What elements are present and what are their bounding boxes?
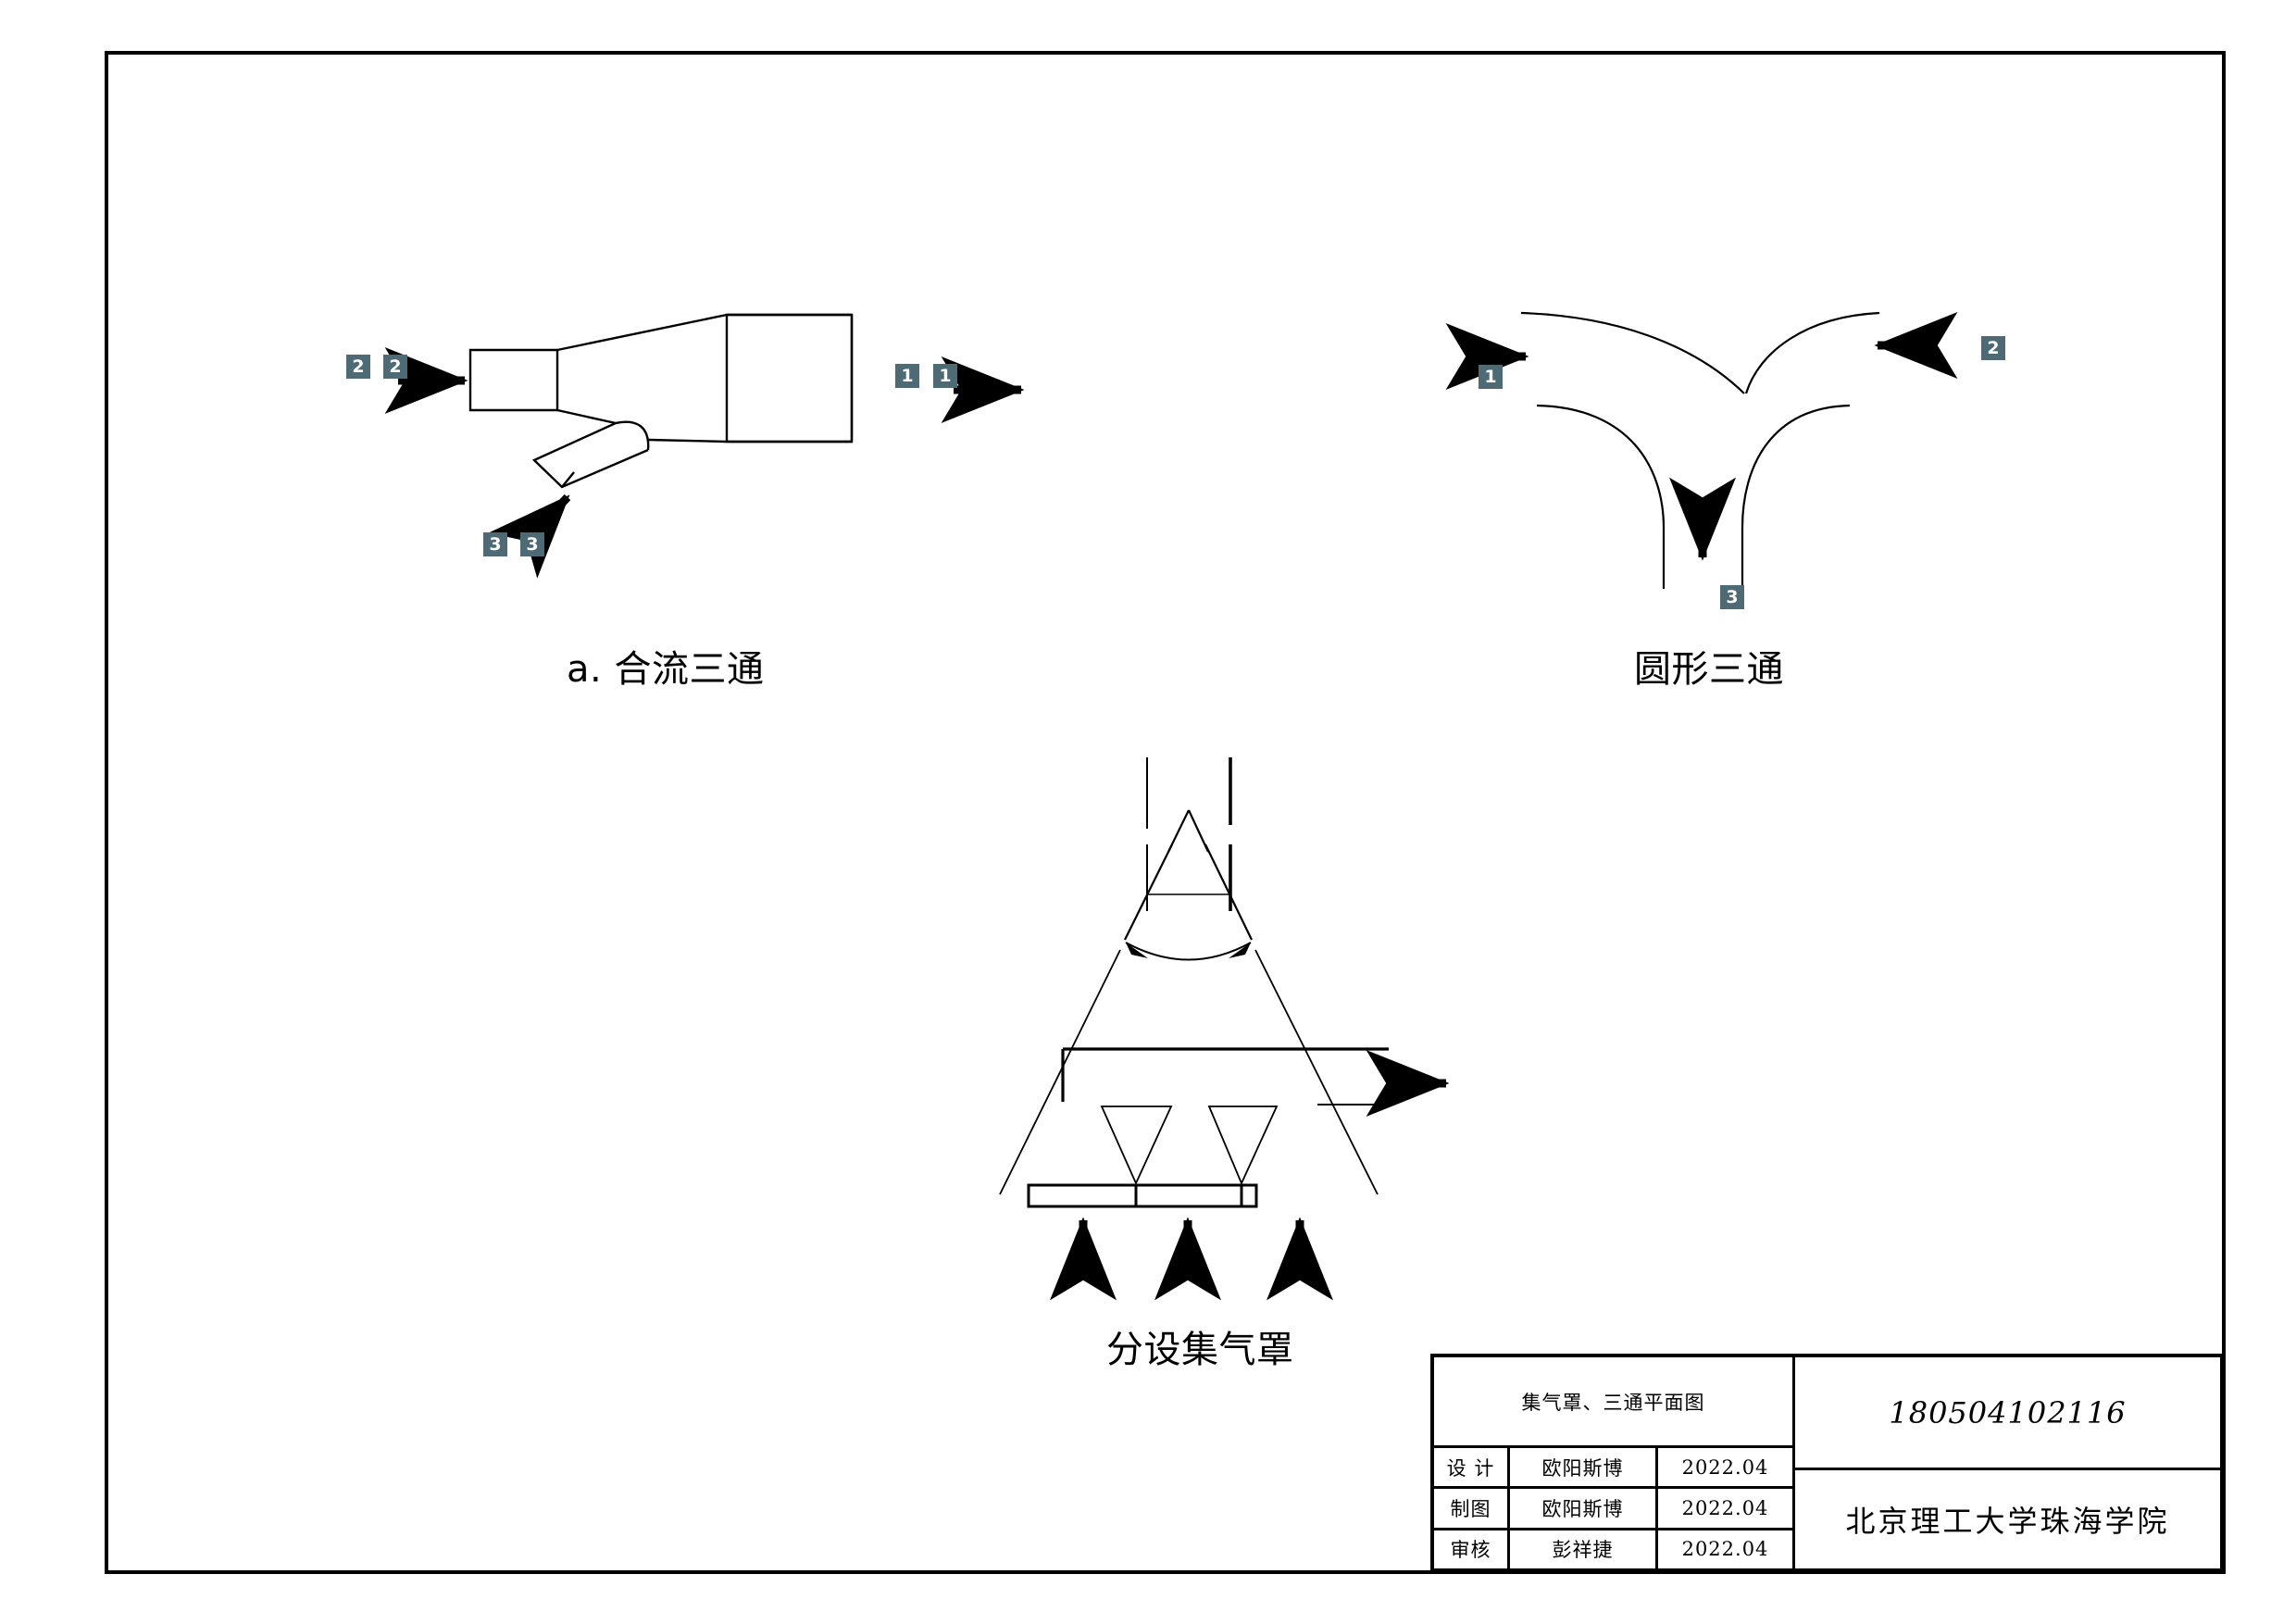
- hood-arc-arrow-right: [1229, 943, 1251, 958]
- sheet-border: [105, 51, 2226, 1574]
- hood-plenum: [1027, 1183, 1258, 1208]
- date-cell: 2022.04: [1658, 1448, 1792, 1486]
- hood-baffle-left: [1100, 1106, 1173, 1186]
- hood-arc-arrow-left: [1126, 943, 1148, 958]
- drawing-number: 180504102116: [1795, 1357, 2220, 1470]
- role-cell: 设 计: [1434, 1448, 1510, 1487]
- hood-baffle-right: [1207, 1106, 1279, 1186]
- name-cell: 彭祥捷: [1510, 1530, 1658, 1568]
- date-cell: 2022.04: [1658, 1530, 1792, 1568]
- role-label: 制图: [1450, 1497, 1491, 1520]
- title-block: 集气罩、三通平面图 设 计 欧阳斯博 2022.04 制图 欧阳斯博: [1430, 1354, 2224, 1572]
- section-mark-2b: 2: [383, 355, 407, 379]
- organization-name: 北京理工大学珠海学院: [1845, 1504, 2170, 1539]
- section-mark-2a: 2: [346, 355, 370, 379]
- role-label: 审核: [1450, 1539, 1491, 1562]
- name-value: 欧阳斯博: [1541, 1497, 1624, 1520]
- title-block-row: 设 计 欧阳斯博 2022.04: [1434, 1448, 1792, 1490]
- date-value: 2022.04: [1681, 1496, 1769, 1519]
- tee-branch-fillet: [615, 420, 650, 451]
- title-block-row: 审核 彭祥捷 2022.04: [1434, 1530, 1792, 1568]
- round-tee-curve-right-inner: [1741, 404, 1851, 589]
- round-tee-curve-top-right: [1744, 311, 1880, 394]
- name-value: 欧阳斯博: [1541, 1456, 1624, 1480]
- tee-branch-outer: [561, 471, 575, 488]
- tee-branch-duct: [531, 421, 649, 489]
- section-mark-1b: 1: [933, 364, 957, 388]
- tee-inlet-duct: [468, 348, 559, 412]
- caption-round-tee: 圆形三通: [1634, 648, 1784, 691]
- title-block-left: 集气罩、三通平面图 设 计 欧阳斯博 2022.04 制图 欧阳斯博: [1434, 1357, 1795, 1568]
- tee-branch-junction: [647, 438, 728, 443]
- section-mark-3b: 3: [520, 532, 544, 556]
- name-value: 彭祥捷: [1552, 1539, 1614, 1562]
- title-block-row: 制图 欧阳斯博 2022.04: [1434, 1489, 1792, 1530]
- title-block-right: 180504102116 北京理工大学珠海学院: [1795, 1357, 2220, 1568]
- hood-cone-right: [1204, 843, 1253, 941]
- hood-cone-left: [1124, 843, 1173, 941]
- hood-flare-left: [999, 949, 1121, 1195]
- date-value: 2022.04: [1681, 1538, 1769, 1561]
- tee-cone-lower: [556, 408, 617, 425]
- round-tee-curve-top-left: [1520, 311, 1745, 394]
- figure-round-tee: [1445, 311, 1958, 589]
- drawing-title: 集气罩、三通平面图: [1434, 1357, 1792, 1448]
- figure-collecting-hood: [999, 757, 1450, 1301]
- caption-converging-tee: a. 合流三通: [567, 648, 765, 691]
- date-value: 2022.04: [1681, 1455, 1769, 1479]
- hood-flare-right: [1254, 949, 1379, 1195]
- name-cell: 欧阳斯博: [1510, 1489, 1658, 1528]
- hood-inner-triangle: [1167, 809, 1209, 853]
- round-tee-mark-2: 2: [1981, 336, 2005, 360]
- figure-converging-tee: [384, 313, 1025, 579]
- name-cell: 欧阳斯博: [1510, 1448, 1658, 1487]
- tee-cone-upper: [556, 313, 728, 352]
- date-cell: 2022.04: [1658, 1489, 1792, 1527]
- section-mark-3a: 3: [483, 532, 507, 556]
- hood-section-arc: [1125, 942, 1252, 961]
- role-cell: 制图: [1434, 1489, 1510, 1528]
- caption-collecting-hood: 分设集气罩: [1106, 1329, 1294, 1371]
- tee-outlet-body: [727, 313, 852, 443]
- role-label: 设 计: [1446, 1456, 1495, 1480]
- tee-outlet-duct: [725, 313, 854, 443]
- round-tee-curve-left-inner: [1536, 404, 1666, 589]
- role-cell: 审核: [1434, 1530, 1510, 1568]
- section-mark-1a: 1: [895, 364, 919, 388]
- round-tee-mark-3: 3: [1720, 585, 1744, 609]
- round-tee-mark-1: 1: [1479, 365, 1503, 389]
